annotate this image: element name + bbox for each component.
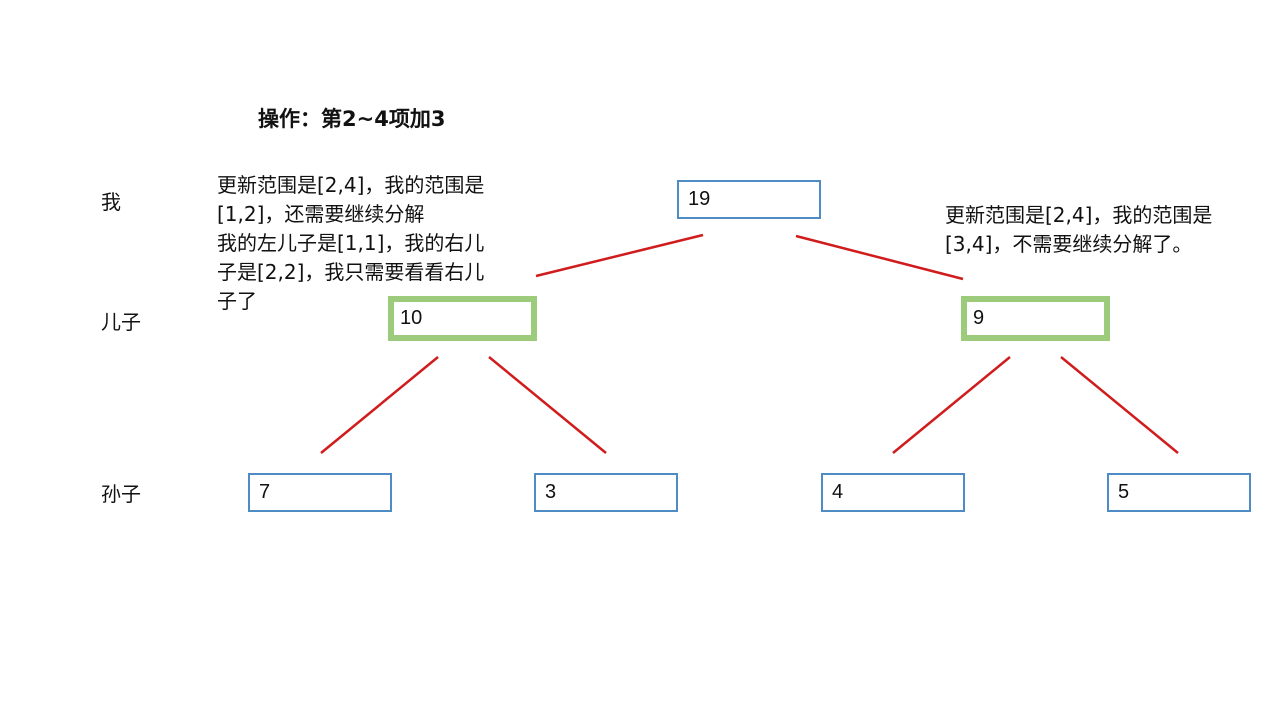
edge-right-rr: [1060, 356, 1179, 454]
note-right: 更新范围是[2,4]，我的范围是 [3,4]，不需要继续分解了。: [945, 201, 1212, 259]
edge-right-rl: [892, 356, 1011, 454]
node-rl: 4: [821, 473, 965, 512]
note-line: 更新范围是[2,4]，我的范围是: [217, 173, 485, 197]
edge-left-lr: [488, 356, 607, 454]
node-ll: 7: [248, 473, 392, 512]
note-line: 更新范围是[2,4]，我的范围是: [945, 203, 1213, 227]
edge-root-left: [535, 233, 704, 278]
node-left-highlighted: 10: [388, 296, 537, 341]
note-line: [3,4]，不需要继续分解了。: [945, 232, 1193, 256]
note-line: 我的左儿子是[1,1]，我的右儿: [217, 231, 485, 255]
operation-title: 操作：第2~4项加3: [258, 107, 446, 131]
edge-left-ll: [320, 356, 439, 454]
note-line: 子了: [217, 289, 257, 313]
level-label-me: 我: [101, 190, 121, 214]
level-label-grandson: 孙子: [101, 482, 141, 506]
note-line: [1,2]，还需要继续分解: [217, 202, 425, 226]
node-root: 19: [677, 180, 821, 219]
note-left: 更新范围是[2,4]，我的范围是 [1,2]，还需要继续分解 我的左儿子是[1,…: [217, 171, 484, 316]
note-line: 子是[2,2]，我只需要看看右儿: [217, 260, 485, 284]
node-lr: 3: [534, 473, 678, 512]
level-label-son: 儿子: [101, 310, 141, 334]
edge-root-right: [795, 234, 964, 281]
node-rr: 5: [1107, 473, 1251, 512]
node-right-highlighted: 9: [961, 296, 1110, 341]
